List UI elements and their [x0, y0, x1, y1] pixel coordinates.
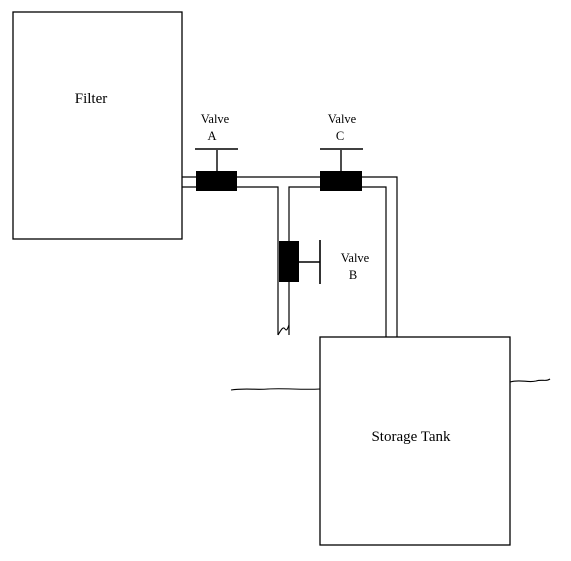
main-pipe-bottom-wall-left	[182, 186, 279, 335]
valve-b-body	[279, 241, 299, 282]
valve-a-label-line2: A	[207, 129, 216, 143]
ground-line-left	[230, 388, 321, 391]
valve-c-label-line2: C	[336, 129, 344, 143]
filter-unit: Filter	[12, 11, 183, 240]
filter-box	[12, 11, 183, 240]
storage-tank-label: Storage Tank	[371, 429, 451, 445]
valve-b[interactable]: Valve B	[279, 240, 370, 284]
branch-pipe-broken-end	[277, 324, 290, 336]
valve-a[interactable]: Valve A	[195, 112, 238, 191]
filter-label: Filter	[75, 91, 108, 107]
valve-b-label-line2: B	[349, 268, 357, 282]
ground-line-right	[509, 378, 551, 383]
storage-tank-box	[319, 336, 511, 546]
valve-a-body	[196, 171, 237, 191]
storage-tank: Storage Tank	[319, 336, 511, 546]
valve-c-body	[320, 171, 362, 191]
valve-a-label-line1: Valve	[201, 112, 230, 126]
valve-b-label-line1: Valve	[341, 251, 370, 265]
valve-c-label-line1: Valve	[328, 112, 357, 126]
main-pipe-top-wall	[182, 176, 398, 337]
valve-c[interactable]: Valve C	[320, 112, 363, 191]
